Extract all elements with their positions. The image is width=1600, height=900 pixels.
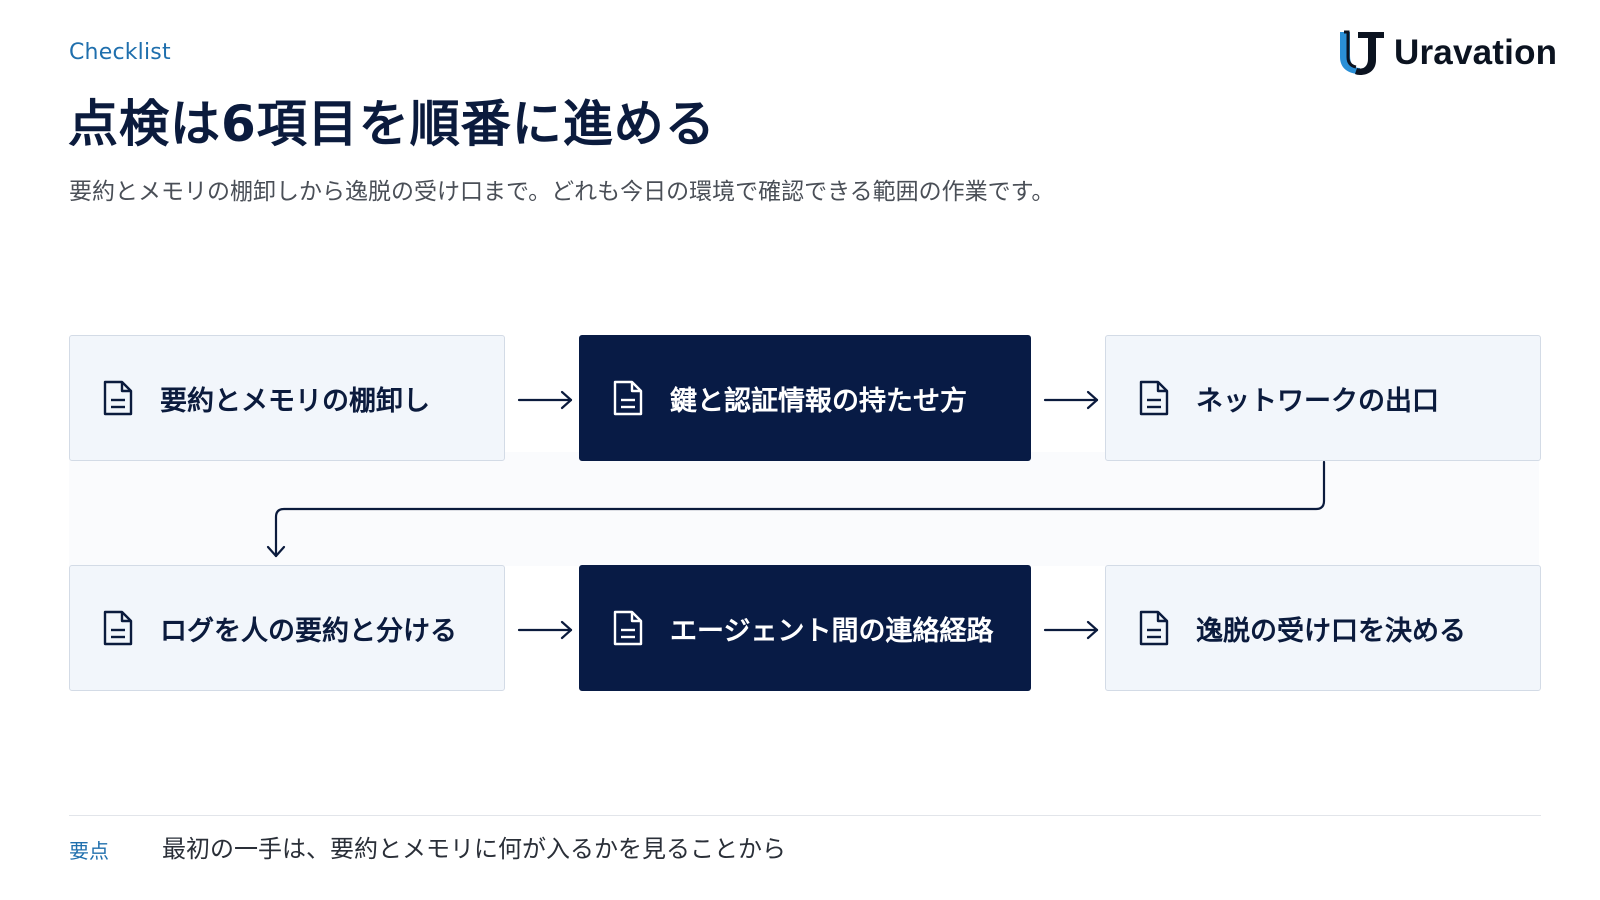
step-card-2: 鍵と認証情報の持たせ方 [579,335,1031,461]
document-icon [103,610,133,646]
brand-logo: Uravation [1336,30,1557,76]
step-card-3: ネットワークの出口 [1105,335,1541,461]
step-label: エージェント間の連絡経路 [670,615,994,647]
arrow-4-5 [517,620,573,640]
arrow-2-3 [1043,390,1099,410]
step-card-6: 逸脱の受け口を決める [1105,565,1541,691]
logo-text: Uravation [1394,33,1558,72]
step-card-4: ログを人の要約と分ける [69,565,505,691]
arrow-3-4 [266,460,1326,558]
step-label: 鍵と認証情報の持たせ方 [670,385,967,417]
arrow-1-2 [517,390,573,410]
step-card-1: 要約とメモリの棚卸し [69,335,505,461]
step-label: ネットワークの出口 [1196,385,1439,417]
step-label: 逸脱の受け口を決める [1196,615,1466,647]
document-icon [103,380,133,416]
arrow-5-6 [1043,620,1099,640]
document-icon [613,610,643,646]
document-icon [1139,380,1169,416]
document-icon [1139,610,1169,646]
footer-divider [69,815,1541,816]
step-label: 要約とメモリの棚卸し [160,385,430,417]
eyebrow-label: Checklist [69,40,171,65]
step-card-5: エージェント間の連絡経路 [579,565,1031,691]
page-subtitle: 要約とメモリの棚卸しから逸脱の受け口まで。どれも今日の環境で確認できる範囲の作業… [69,179,1055,205]
document-icon [613,380,643,416]
step-label: ログを人の要約と分ける [160,615,457,647]
page-title: 点検は6項目を順番に進める [68,95,716,153]
key-point-text: 最初の一手は、要約とメモリに何が入るかを見ることから [162,835,786,863]
uravation-logo-icon [1340,30,1384,75]
key-point-label: 要点 [69,839,109,863]
